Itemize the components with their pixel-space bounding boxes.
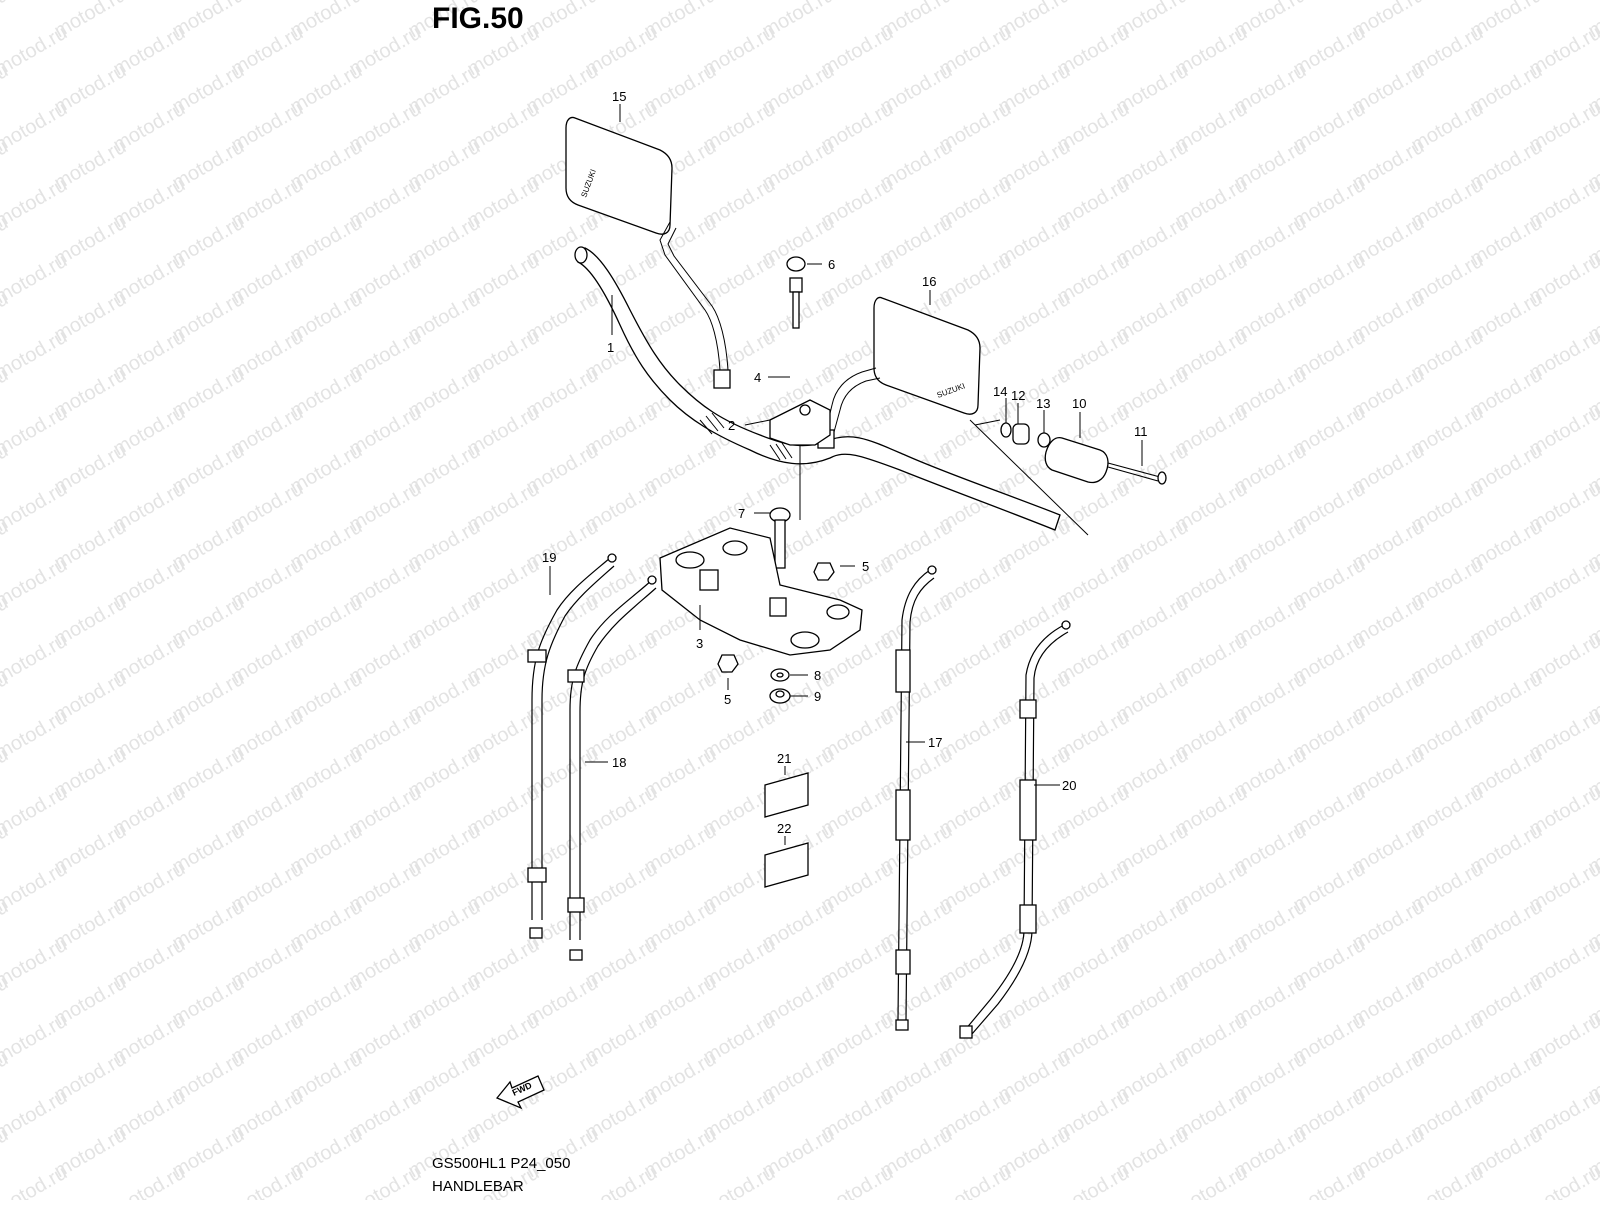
watermark-text: motod.ru (1054, 1162, 1133, 1200)
callout-11: 11 (1134, 424, 1148, 439)
watermark-text: motod.ru (0, 630, 71, 689)
watermark-text: motod.ru (1526, 1162, 1600, 1200)
washer-part-8[interactable] (771, 669, 789, 681)
callout-20: 20 (1062, 778, 1076, 793)
watermark-text: motod.ru (110, 1162, 189, 1200)
watermark-text: motod.ru (0, 1162, 71, 1200)
watermark-text: motod.ru (1290, 1162, 1369, 1200)
callout-8: 8 (814, 668, 821, 683)
watermark-text: motod.ru (0, 706, 71, 765)
callout-21: 21 (777, 751, 791, 766)
callout-22: 22 (777, 821, 791, 836)
callout-19: 19 (542, 550, 556, 565)
callout-16: 16 (922, 274, 936, 289)
callout-15: 15 (612, 89, 626, 104)
section-name: HANDLEBAR (432, 1178, 524, 1195)
callout-5-lower: 5 (724, 692, 731, 707)
rubber-part-12[interactable] (1013, 424, 1029, 444)
watermark-text: motod.ru (0, 478, 71, 537)
watermark-text: motod.ru (582, 1162, 661, 1200)
balancer-weight-part-10[interactable] (1045, 438, 1108, 483)
watermark-text: motod.ru (0, 934, 71, 993)
callout-1: 1 (607, 340, 614, 355)
callout-6: 6 (828, 257, 835, 272)
callout-13: 13 (1036, 396, 1050, 411)
nut-part-13[interactable] (1038, 433, 1050, 447)
nut-part-5-upper[interactable] (814, 563, 834, 580)
watermark-text: motod.ru (0, 326, 71, 385)
watermark-text: motod.ru (0, 402, 71, 461)
callout-2: 2 (728, 418, 735, 433)
figure-title: FIG.50 (432, 2, 524, 36)
watermark-text: motod.ru (0, 22, 71, 81)
watermark-text: motod.ru (818, 1162, 897, 1200)
washer-part-14[interactable] (1001, 423, 1011, 437)
watermark-text: motod.ru (0, 858, 71, 917)
callout-14: 14 (993, 384, 1007, 399)
watermark-text: motod.ru (0, 554, 71, 613)
nut-part-9[interactable] (770, 689, 790, 703)
callout-9: 9 (814, 689, 821, 704)
watermark-text: motod.ru (0, 250, 71, 309)
callout-5-upper: 5 (862, 559, 869, 574)
watermark-text: motod.ru (0, 782, 71, 841)
watermark-text: motod.ru (0, 98, 71, 157)
watermark-text: motod.ru (700, 1162, 779, 1200)
watermark-text: motod.ru (0, 1086, 71, 1145)
watermark-text: motod.ru (1408, 1162, 1487, 1200)
watermark-text: motod.ru (936, 1162, 1015, 1200)
watermark-text: motod.ru (0, 1010, 71, 1069)
callout-17: 17 (928, 735, 942, 750)
callout-4: 4 (754, 370, 761, 385)
callout-12: 12 (1011, 388, 1025, 403)
watermark-text: motod.ru (228, 1162, 307, 1200)
callout-7: 7 (738, 506, 745, 521)
cap-part-6[interactable] (787, 257, 805, 271)
callout-10: 10 (1072, 396, 1086, 411)
watermark-text: motod.ru (1172, 1162, 1251, 1200)
watermark-text: motod.ru (0, 0, 12, 42)
callout-18: 18 (612, 755, 626, 770)
choke-cable-part-17[interactable] (896, 566, 936, 1030)
watermark-text: motod.ru (0, 174, 71, 233)
watermark-text: motod.ru (346, 1162, 425, 1200)
label-part-22[interactable] (765, 843, 808, 887)
model-code: GS500HL1 P24_050 (432, 1155, 570, 1172)
callout-3: 3 (696, 636, 703, 651)
